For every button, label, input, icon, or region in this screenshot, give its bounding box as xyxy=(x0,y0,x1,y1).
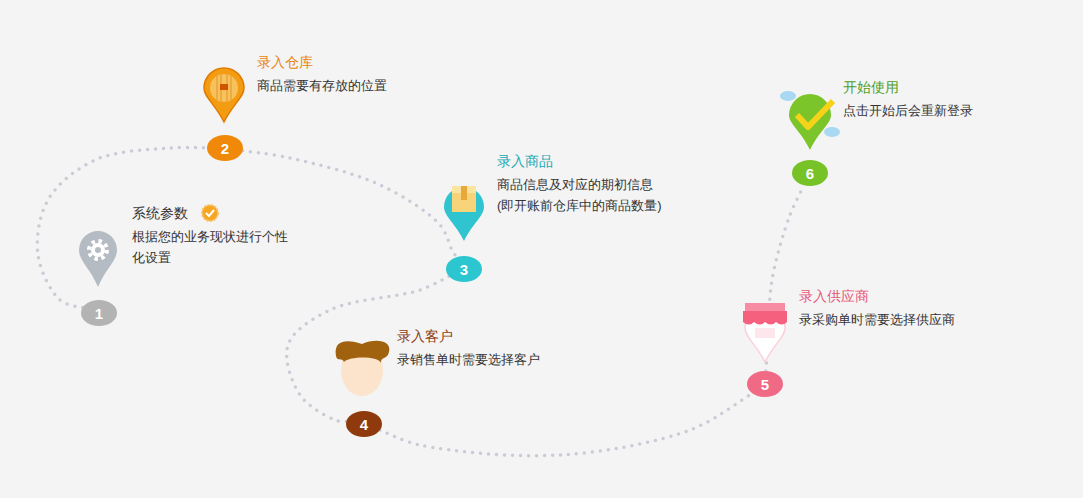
step-title: 开始使用 xyxy=(843,77,973,97)
step-circle: 6开始使用点击开始后会重新登录 xyxy=(792,160,828,186)
step-description: 录销售单时需要选择客户 xyxy=(397,349,540,370)
step-description: 录采购单时需要选择供应商 xyxy=(799,309,955,330)
step-circle: 3录入商品商品信息及对应的期初信息(即开账前仓库中的商品数量) xyxy=(446,256,482,282)
supplier-pin xyxy=(743,303,787,362)
step-circle: 4录入客户录销售单时需要选择客户 xyxy=(346,411,382,437)
gear-pin xyxy=(79,231,117,287)
step-circle: 2录入仓库商品需要有存放的位置 xyxy=(207,135,243,161)
step-text: 录入供应商录采购单时需要选择供应商 xyxy=(799,286,955,330)
step-number: 3 xyxy=(460,262,468,277)
step-number: 5 xyxy=(761,377,769,392)
step-title: 系统参数 xyxy=(132,203,292,223)
step-circle: 5录入供应商录采购单时需要选择供应商 xyxy=(747,371,783,397)
warehouse-pin xyxy=(204,68,244,122)
start-pin xyxy=(780,91,840,150)
step-text: 开始使用点击开始后会重新登录 xyxy=(843,77,973,121)
step-title: 录入仓库 xyxy=(257,52,387,72)
step-number: 4 xyxy=(360,417,368,432)
step-circle: 1系统参数根据您的业务现状进行个性化设置 xyxy=(81,300,117,326)
step-title: 录入商品 xyxy=(497,151,669,171)
badge-icon xyxy=(202,205,218,221)
step-text: 系统参数根据您的业务现状进行个性化设置 xyxy=(132,203,292,268)
dotted-connector xyxy=(287,276,449,421)
dotted-connector xyxy=(37,147,207,307)
customer-face xyxy=(336,341,390,396)
step-title: 录入供应商 xyxy=(799,286,955,306)
step-description: 根据您的业务现状进行个性化设置 xyxy=(132,226,292,268)
step-text: 录入客户录销售单时需要选择客户 xyxy=(397,326,540,370)
dotted-connector xyxy=(380,393,752,456)
step-number: 6 xyxy=(806,166,814,181)
product-pin xyxy=(444,186,484,241)
step-description: 点击开始后会重新登录 xyxy=(843,100,973,121)
step-description: 商品需要有存放的位置 xyxy=(257,75,387,96)
step-text: 录入商品商品信息及对应的期初信息(即开账前仓库中的商品数量) xyxy=(497,151,669,216)
step-text: 录入仓库商品需要有存放的位置 xyxy=(257,52,387,96)
step-title: 录入客户 xyxy=(397,326,540,346)
step-number: 2 xyxy=(221,141,229,156)
step-number: 1 xyxy=(95,306,103,321)
step-description: 商品信息及对应的期初信息(即开账前仓库中的商品数量) xyxy=(497,174,669,216)
